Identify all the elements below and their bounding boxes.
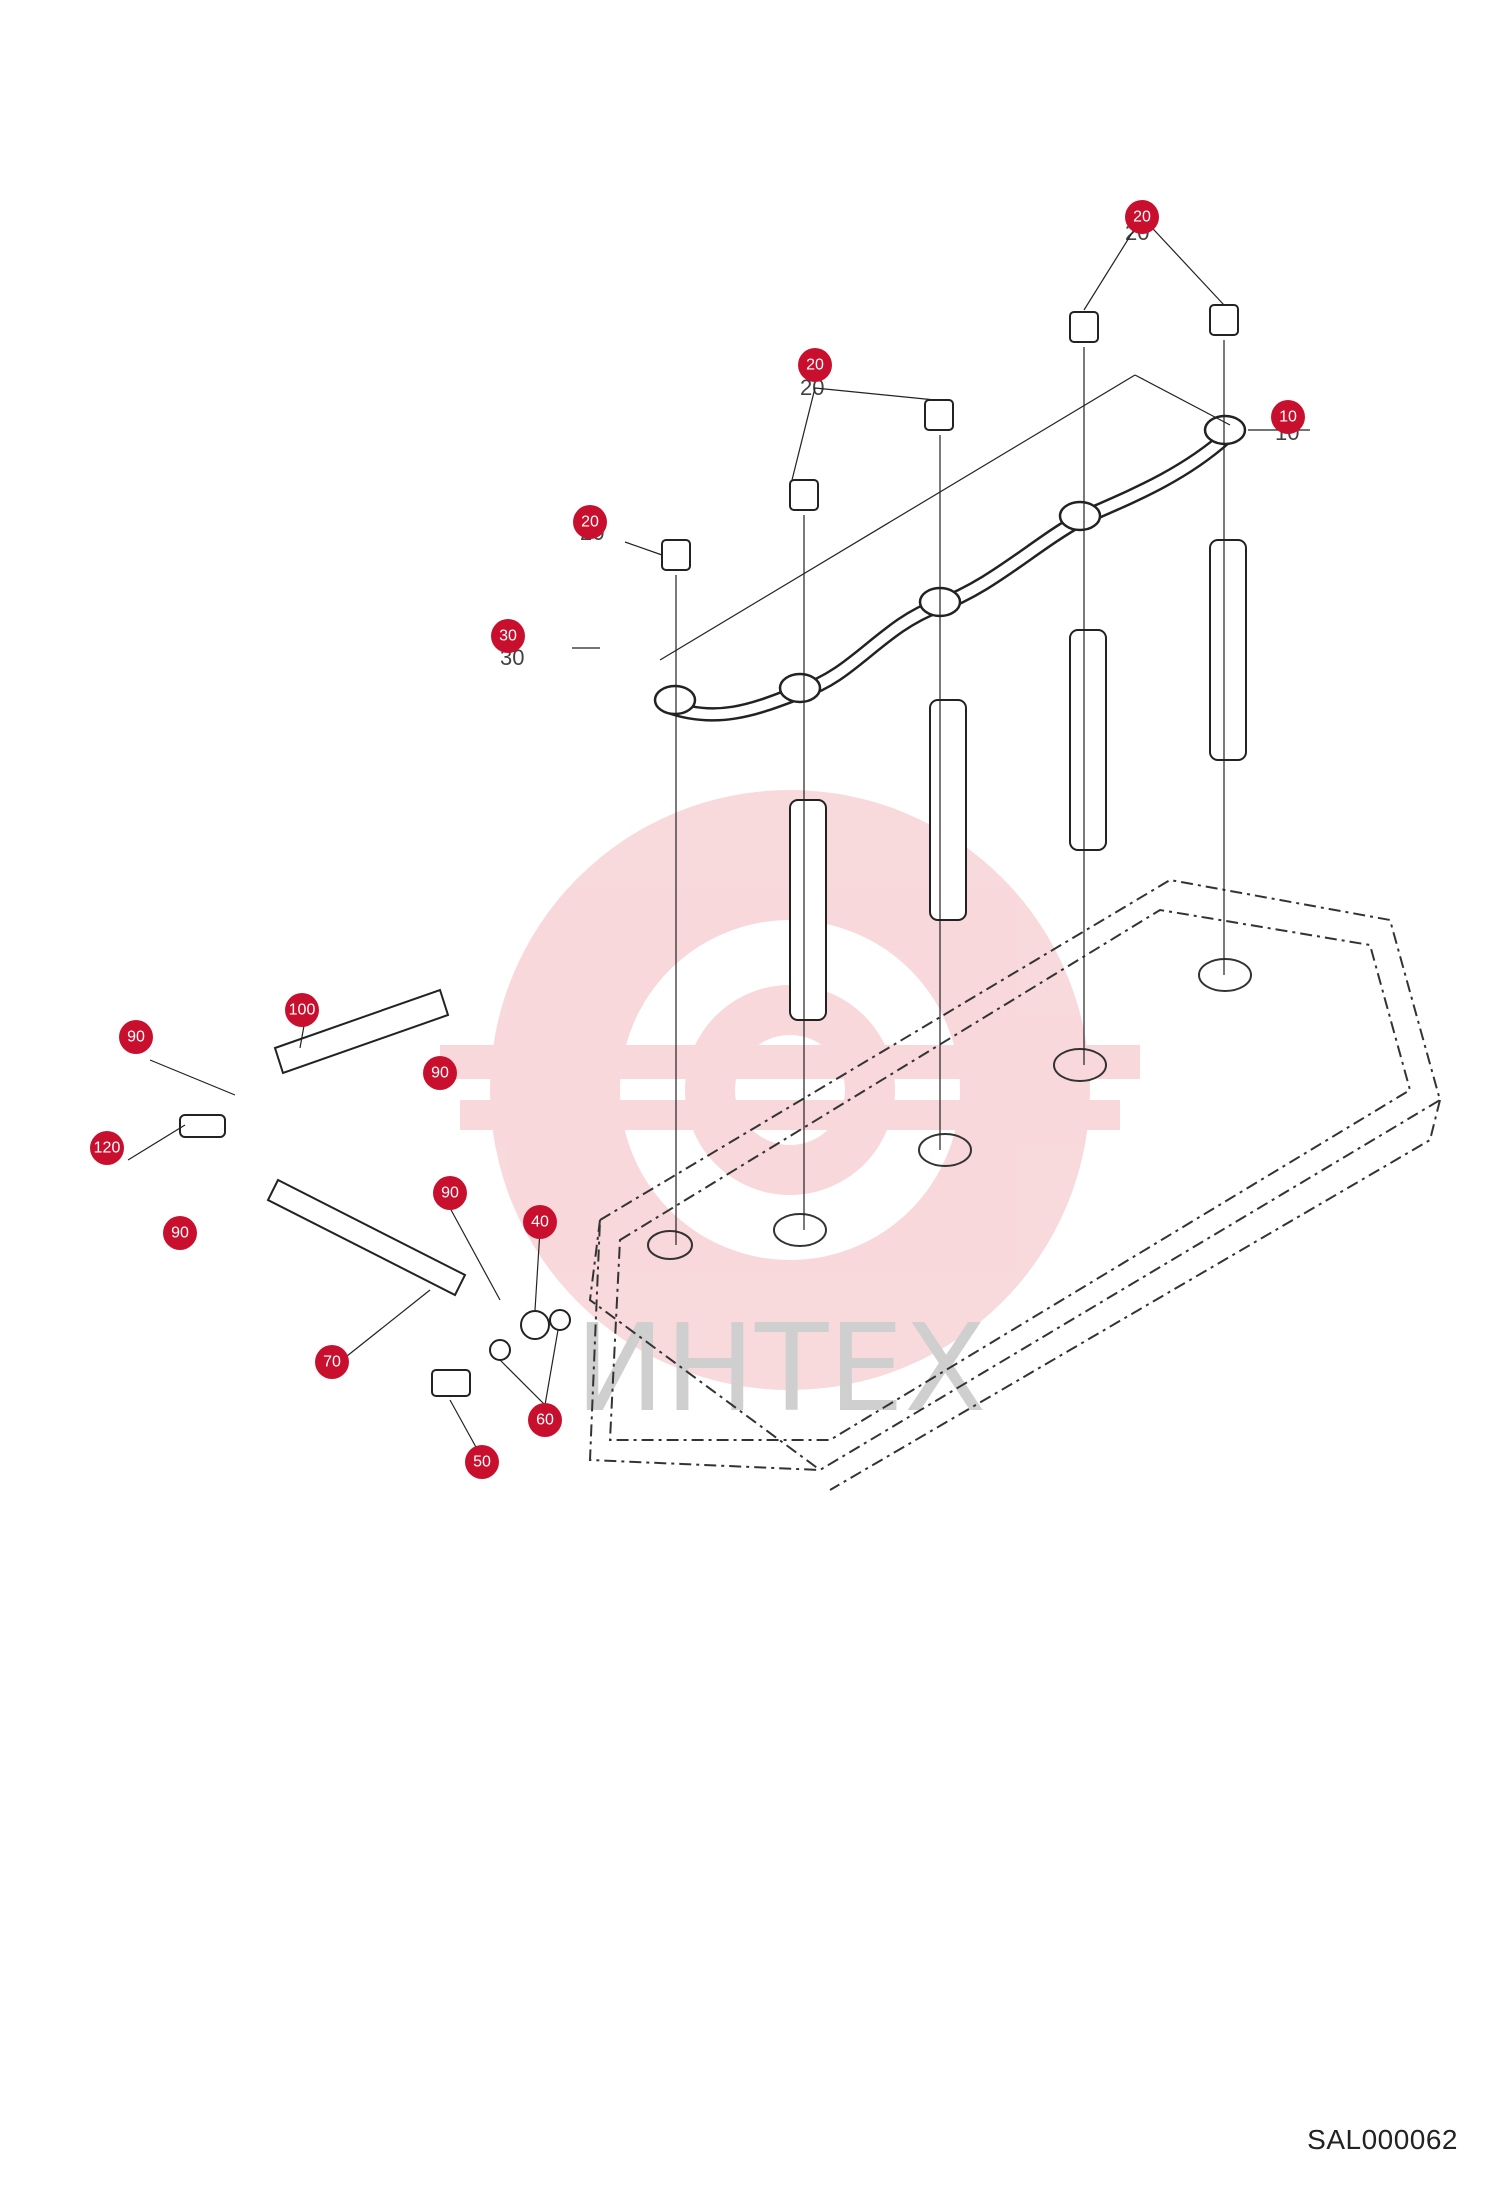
svg-text:20: 20 bbox=[806, 357, 824, 374]
injectors bbox=[789, 539, 1247, 1021]
watermark-text: ИНТЕХ bbox=[575, 1300, 986, 1439]
head-ports bbox=[647, 958, 1252, 1260]
callout-20-mid: 20 bbox=[798, 348, 832, 382]
svg-text:100: 100 bbox=[289, 1002, 316, 1019]
callout-120: 120 bbox=[90, 1131, 124, 1165]
svg-text:90: 90 bbox=[127, 1029, 145, 1046]
svg-text:40: 40 bbox=[531, 1214, 549, 1231]
svg-text:10: 10 bbox=[1279, 409, 1297, 426]
callout-70: 70 bbox=[315, 1345, 349, 1379]
callout-10: 10 bbox=[1271, 400, 1305, 434]
callout-90-b: 90 bbox=[423, 1056, 457, 1090]
banjo-bolts bbox=[661, 304, 1239, 571]
return-hoses bbox=[179, 988, 571, 1397]
callout-20-top: 20 bbox=[1125, 200, 1159, 234]
svg-text:30: 30 bbox=[499, 628, 517, 645]
svg-text:90: 90 bbox=[431, 1065, 449, 1082]
svg-text:20: 20 bbox=[581, 514, 599, 531]
leak-off-pipe bbox=[664, 429, 1231, 722]
svg-text:20: 20 bbox=[1133, 209, 1151, 226]
guide-lines bbox=[659, 340, 1231, 1245]
callout-40: 40 bbox=[523, 1205, 557, 1239]
callout-60: 60 bbox=[528, 1403, 562, 1437]
svg-text:60: 60 bbox=[536, 1412, 554, 1429]
banjo-joints bbox=[653, 414, 1247, 716]
callout-90-a: 90 bbox=[119, 1020, 153, 1054]
callout-leaders bbox=[127, 216, 1310, 1459]
callout-90-c: 90 bbox=[433, 1176, 467, 1210]
callout-50: 50 bbox=[465, 1445, 499, 1479]
cylinder-head bbox=[588, 878, 1442, 1491]
callout-20-left: 20 bbox=[573, 505, 607, 539]
original-numerals: 20 20 10 20 30 bbox=[500, 220, 1299, 670]
callout-100: 100 bbox=[285, 993, 319, 1027]
svg-text:50: 50 bbox=[473, 1454, 491, 1471]
callout-badges: 20 20 10 20 30 100 90 90 120 90 90 40 70… bbox=[90, 200, 1305, 1479]
callout-30: 30 bbox=[491, 619, 525, 653]
svg-text:120: 120 bbox=[94, 1140, 121, 1157]
svg-text:90: 90 bbox=[171, 1225, 189, 1242]
svg-text:70: 70 bbox=[323, 1354, 341, 1371]
callout-90-d: 90 bbox=[163, 1216, 197, 1250]
svg-text:90: 90 bbox=[441, 1185, 459, 1202]
reference-code: SAL000062 bbox=[1307, 2124, 1458, 2155]
